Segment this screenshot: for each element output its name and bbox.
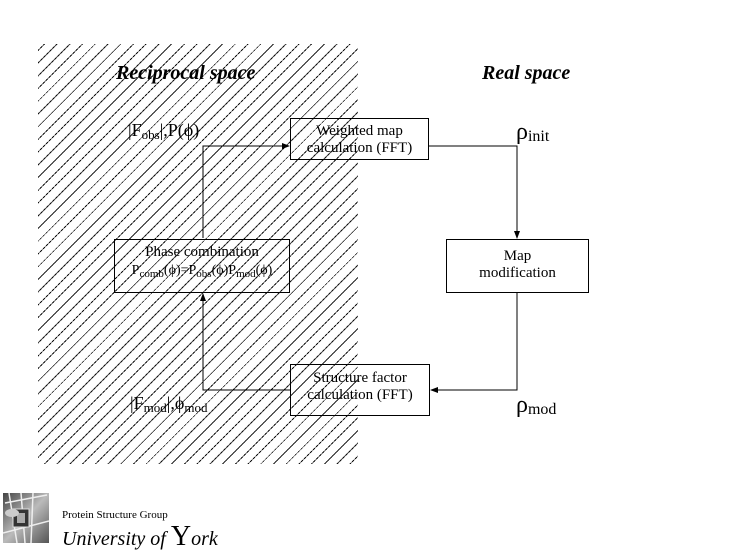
rho-mod-label: ρmod <box>516 392 557 418</box>
arrow-structure-to-phase <box>200 293 290 391</box>
structure-factor-line1: Structure factor <box>313 370 407 386</box>
arrow-phase-to-weighted <box>202 143 290 238</box>
reciprocal-space-region <box>38 44 358 464</box>
structure-factor-box: Structure factor calculation (FFT) <box>290 364 430 416</box>
fobs-label: |Fobs|,P(ϕ) <box>128 120 200 142</box>
fmod-label: |Fmod|,ϕmod <box>130 393 208 415</box>
arrow-weighted-to-mapmod <box>429 145 520 239</box>
university-name: University of York <box>62 521 218 552</box>
group-name: Protein Structure Group <box>62 509 168 521</box>
map-modification-box: Map modification <box>446 239 589 293</box>
weighted-map-box: Weighted map calculation (FFT) <box>290 118 429 160</box>
reciprocal-space-title: Reciprocal space <box>116 62 256 84</box>
weighted-map-line2: calculation (FFT) <box>306 140 413 156</box>
weighted-map-line1: Weighted map <box>316 123 403 139</box>
map-modification-line2: modification <box>479 265 556 281</box>
map-modification-line1: Map <box>503 248 532 264</box>
protein-structure-logo-icon <box>2 492 50 544</box>
phase-combination-formula: Pcomb(ϕ)=Pobs(ϕ)Pmod(ϕ) <box>131 263 273 280</box>
arrow-mapmod-to-structure <box>430 293 518 393</box>
phase-combination-title: Phase combination <box>145 244 259 260</box>
real-space-title: Real space <box>482 62 571 84</box>
phase-combination-box: Phase combination Pcomb(ϕ)=Pobs(ϕ)Pmod(ϕ… <box>114 239 290 293</box>
hatch-pattern <box>38 44 358 464</box>
rho-init-label: ρinit <box>516 119 550 145</box>
structure-factor-line2: calculation (FFT) <box>307 387 413 403</box>
